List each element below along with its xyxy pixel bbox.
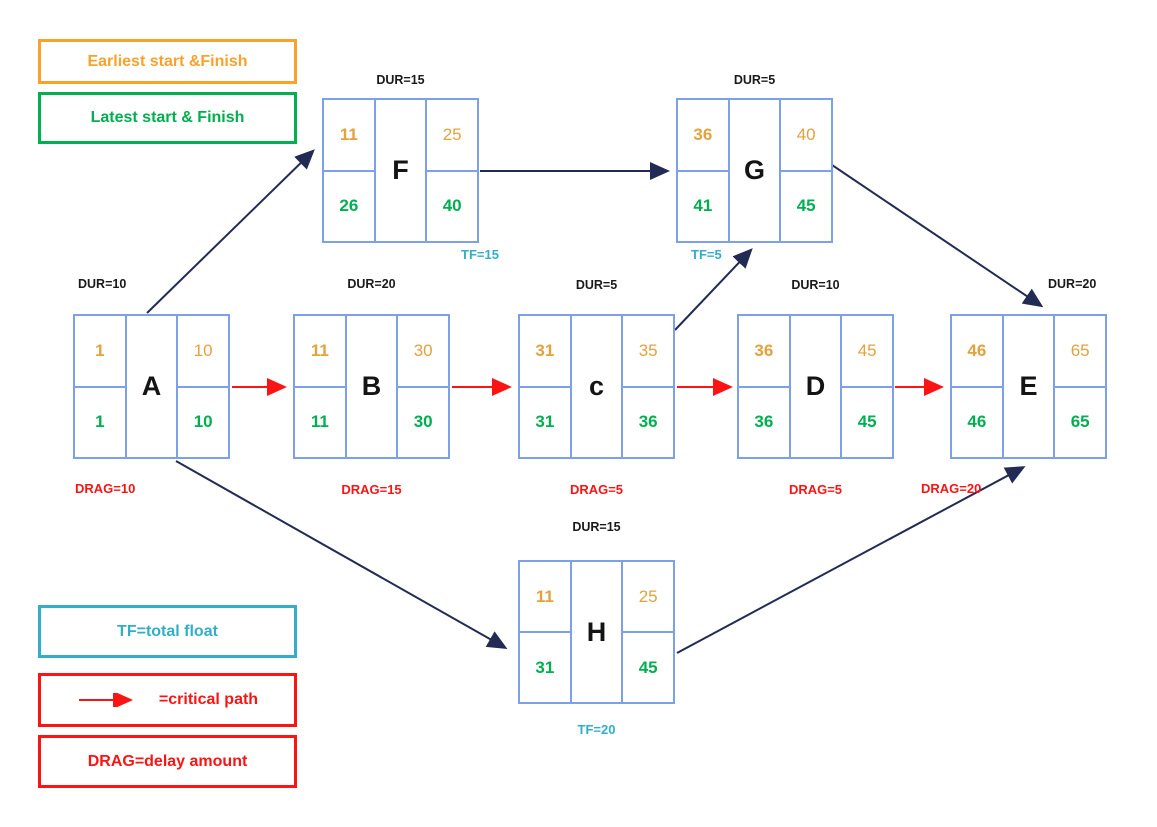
node-g-early-finish: 40 bbox=[781, 100, 832, 172]
node-h-late-finish: 45 bbox=[638, 657, 658, 677]
node-g-early-start: 36 bbox=[678, 100, 728, 172]
node-e-letter: E bbox=[1019, 371, 1038, 401]
node-g: 36 41 G 40 45 bbox=[676, 98, 833, 243]
node-b-letter: B bbox=[361, 371, 382, 401]
node-d-early-start: 36 bbox=[739, 316, 789, 388]
node-e-early-finish: 65 bbox=[1055, 316, 1106, 388]
node-d-late-start: 36 bbox=[754, 412, 774, 432]
legend-drag-label: DRAG=delay amount bbox=[87, 752, 248, 770]
dur-label-d: DUR=10 bbox=[791, 278, 840, 292]
dur-label-b: DUR=20 bbox=[347, 277, 396, 291]
node-a-late-finish: 10 bbox=[193, 412, 213, 432]
tf-label-g: TF=5 bbox=[691, 247, 722, 262]
dur-label-c: DUR=5 bbox=[575, 278, 618, 292]
legend-total-float-label: TF=total float bbox=[117, 622, 218, 640]
node-c-late-start: 31 bbox=[535, 412, 555, 432]
node-a-letter: A bbox=[141, 371, 162, 401]
dur-label-g: DUR=5 bbox=[733, 73, 776, 87]
critical-path-arrow-icon bbox=[78, 693, 133, 707]
node-e: 46 46 E 65 65 bbox=[950, 314, 1107, 459]
tf-label-h: TF=20 bbox=[577, 722, 616, 737]
node-e-early-start: 46 bbox=[952, 316, 1002, 388]
legend-drag: DRAG=delay amount bbox=[38, 735, 297, 788]
node-b-early-finish: 30 bbox=[398, 316, 449, 388]
legend-latest-label: Latest start & Finish bbox=[90, 109, 245, 126]
tf-label-f: TF=15 bbox=[461, 247, 499, 262]
legend-critical-path: =critical path bbox=[38, 673, 297, 727]
node-h-late-start: 31 bbox=[535, 657, 555, 677]
node-b: 11 11 B 30 30 bbox=[293, 314, 450, 459]
node-f: 11 26 F 25 40 bbox=[322, 98, 479, 243]
drag-label-d: DRAG=5 bbox=[788, 482, 843, 497]
node-b-late-finish: 30 bbox=[413, 412, 433, 432]
drag-label-c: DRAG=5 bbox=[569, 482, 624, 497]
node-h-early-start: 11 bbox=[520, 562, 570, 633]
node-c-early-finish: 35 bbox=[623, 316, 674, 388]
node-a-early-start: 1 bbox=[75, 316, 125, 388]
node-b-late-start: 11 bbox=[310, 412, 329, 432]
node-a-early-finish: 10 bbox=[178, 316, 229, 388]
legend-earliest-label: Earliest start &Finish bbox=[87, 52, 248, 70]
node-f-letter: F bbox=[392, 155, 409, 185]
node-g-late-finish: 45 bbox=[796, 196, 816, 216]
node-f-late-start: 26 bbox=[339, 196, 359, 216]
node-g-late-start: 41 bbox=[693, 196, 713, 216]
arrow-a-to-f bbox=[146, 149, 315, 314]
legend-critical-path-label: =critical path bbox=[158, 691, 259, 708]
node-h: 11 31 H 25 45 bbox=[518, 560, 675, 704]
dur-label-h: DUR=15 bbox=[572, 520, 621, 534]
dur-label-e: DUR=20 bbox=[1048, 277, 1097, 291]
node-f-early-start: 11 bbox=[324, 100, 374, 172]
dur-label-a: DUR=10 bbox=[78, 277, 127, 291]
legend-latest: Latest start & Finish bbox=[38, 92, 297, 144]
node-f-late-finish: 40 bbox=[442, 196, 462, 216]
drag-label-a: DRAG=10 bbox=[75, 481, 136, 496]
node-h-early-finish: 25 bbox=[623, 562, 674, 633]
node-c-letter: c bbox=[588, 371, 605, 401]
node-c-late-finish: 36 bbox=[638, 412, 658, 432]
node-g-letter: G bbox=[744, 155, 766, 185]
drag-label-b: DRAG=15 bbox=[341, 482, 402, 497]
node-e-late-start: 46 bbox=[967, 412, 987, 432]
node-c-early-start: 31 bbox=[520, 316, 570, 388]
legend-total-float: TF=total float bbox=[38, 605, 297, 658]
node-f-early-finish: 25 bbox=[427, 100, 478, 172]
node-a: 1 1 A 10 10 bbox=[73, 314, 230, 459]
node-d: 36 36 D 45 45 bbox=[737, 314, 894, 459]
node-d-letter: D bbox=[805, 371, 826, 401]
node-d-late-finish: 45 bbox=[857, 412, 877, 432]
drag-label-e: DRAG=20 bbox=[921, 481, 982, 496]
node-c: 31 31 c 35 36 bbox=[518, 314, 675, 459]
node-d-early-finish: 45 bbox=[842, 316, 893, 388]
node-b-early-start: 11 bbox=[295, 316, 345, 388]
node-e-late-finish: 65 bbox=[1070, 412, 1090, 432]
node-a-late-start: 1 bbox=[95, 412, 105, 432]
legend-earliest: Earliest start &Finish bbox=[38, 39, 297, 84]
dur-label-f: DUR=15 bbox=[376, 73, 425, 87]
node-h-letter: H bbox=[586, 616, 607, 647]
